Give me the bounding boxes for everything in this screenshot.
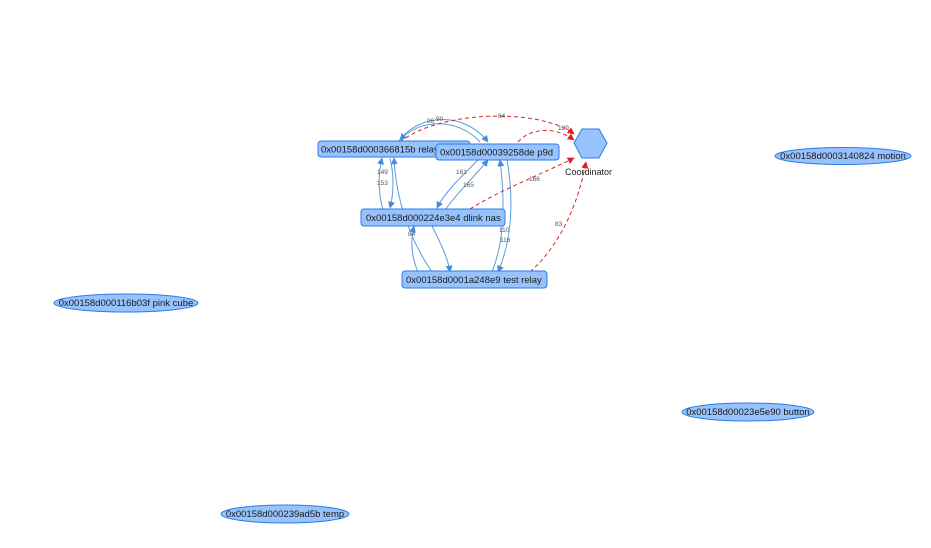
node-239ad5b-temp[interactable]: 0x00158d000239ad5b temp [220,504,350,524]
edge-153[interactable]: 153 [377,157,395,209]
edge-label: 83 [555,221,563,228]
edge-label: 149 [377,169,388,176]
edges-layer: 90 96 149 153 161 165 84 [377,113,589,273]
node-label: 0x00158d0001a248e9 test relay [406,275,542,286]
edge-149[interactable]: 149 [377,157,388,211]
edge-166-coordinator[interactable]: 166 [469,157,575,210]
edge-161[interactable]: 161 [436,159,479,209]
coordinator-label: Coordinator [565,167,612,177]
edge-label: 161 [456,169,467,176]
edge-84-lower[interactable]: 84 [408,225,419,273]
node-label: 0x00158d00039258de p9d [440,148,553,159]
edge-165[interactable]: 165 [444,159,489,211]
edge-label: 90 [436,116,444,123]
edge-label: 153 [377,180,388,187]
hexagon-icon [573,128,608,159]
edge-label: 129 [558,125,569,132]
edge-84-coordinator[interactable]: 84 [399,113,575,143]
edge-129-coordinator[interactable]: 129 [517,125,575,143]
node-label: 0x00158d00023e5e90 button [686,407,810,418]
edge-116[interactable]: 116 [497,159,512,273]
node-39258de-p9d[interactable]: 0x00158d00039258de p9d [435,143,560,161]
node-label: 0x00158d0003140824 motion [780,151,906,162]
node-label: 0x00158d000224e3e4 dlink nas [366,213,501,224]
node-label: 0x00158d000239ad5b temp [226,509,344,520]
node-1a248e9-test-relay[interactable]: 0x00158d0001a248e9 test relay [401,270,548,289]
edge-label: 166 [529,176,540,183]
edge-label: 84 [498,113,506,120]
edge-83-coordinator[interactable]: 83 [529,161,589,273]
edge-label: 96 [427,118,435,125]
edge-label: 110 [499,227,510,234]
node-116b03f-pink-cube[interactable]: 0x00158d000116b03f pink cube [53,293,199,313]
node-23e5e90-button[interactable]: 0x00158d00023e5e90 button [681,402,815,422]
edge-dlink-testrelay[interactable] [431,225,453,273]
node-label: 0x00158d000116b03f pink cube [59,298,194,309]
node-label: 0x00158d000366815b relay [321,145,439,156]
node-coordinator[interactable]: Coordinator [565,128,612,177]
edge-label: 116 [500,237,511,244]
node-224e3e4-dlink-nas[interactable]: 0x00158d000224e3e4 dlink nas [360,208,506,227]
edge-label: 165 [463,182,474,189]
node-3140824-motion[interactable]: 0x00158d0003140824 motion [774,147,912,165]
nodes-layer: 0x00158d000366815b relay 0x00158d0003925… [53,128,912,524]
edge-90[interactable]: 90 [397,116,489,143]
